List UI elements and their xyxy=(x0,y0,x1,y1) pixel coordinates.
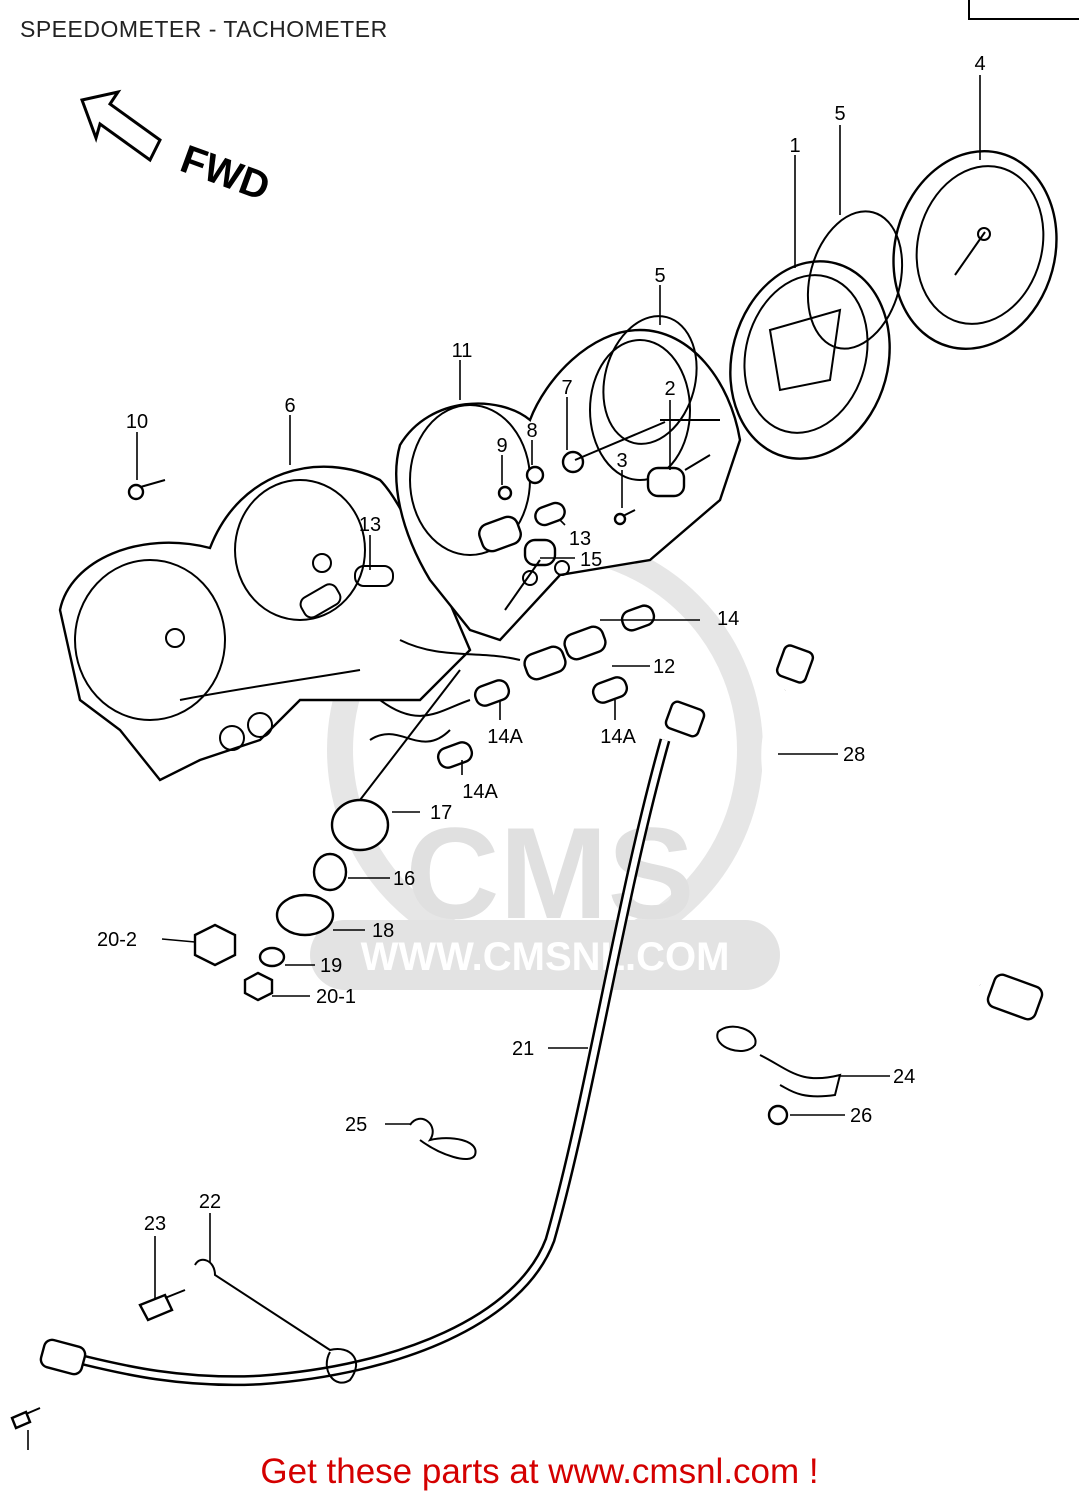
callout-4: 4 xyxy=(974,53,985,75)
meter-cover-upper xyxy=(806,210,904,350)
washer xyxy=(525,465,545,485)
small-parts xyxy=(127,421,711,1002)
callout-14a-1: 14A xyxy=(487,726,523,748)
socket-12a xyxy=(563,625,607,661)
speedo-cable xyxy=(39,700,706,1387)
grommet-17 xyxy=(330,798,390,852)
bulb-14a-3 xyxy=(436,741,474,769)
callout-10: 10 xyxy=(126,411,148,433)
callout-5a: 5 xyxy=(834,103,845,125)
exploded-parts-diagram: CMS WWW.CMSNL.COM FWD xyxy=(10,53,1058,1450)
nut xyxy=(497,485,513,501)
callout-20-1: 20-1 xyxy=(316,986,356,1008)
callout-2: 2 xyxy=(664,378,675,400)
callout-11: 11 xyxy=(452,340,473,362)
callout-9: 9 xyxy=(496,435,507,457)
bolt-26 xyxy=(767,1104,789,1126)
upper-bracket xyxy=(395,328,742,642)
callout-15: 15 xyxy=(580,549,602,571)
callout-7: 7 xyxy=(561,377,572,399)
callout-12: 12 xyxy=(653,656,675,678)
callout-24: 24 xyxy=(893,1066,915,1088)
callout-21: 21 xyxy=(512,1038,534,1060)
callout-19: 19 xyxy=(320,955,342,977)
screw-27 xyxy=(10,1410,32,1430)
callout-25: 25 xyxy=(345,1114,367,1136)
callout-26: 26 xyxy=(850,1105,872,1127)
callout-23: 23 xyxy=(144,1213,166,1235)
callout-13b: 13 xyxy=(569,528,591,550)
bulb-14a-2 xyxy=(591,676,629,704)
callout-14a-2: 14A xyxy=(600,726,636,748)
footer-link-text[interactable]: Get these parts at www.cmsnl.com ! xyxy=(260,1452,819,1491)
leader-lines xyxy=(27,75,981,1450)
cushion-18 xyxy=(275,893,335,937)
washer-19 xyxy=(258,946,286,968)
callout-18: 18 xyxy=(372,920,394,942)
nut-20-2 xyxy=(193,923,237,967)
callout-numbers: 1 2 3 4 5 5 6 7 8 9 10 11 12 13 13 14 14… xyxy=(97,53,986,1235)
fwd-label: FWD xyxy=(175,137,276,209)
callout-14a-3: 14A xyxy=(462,781,498,803)
meter-cover-lower xyxy=(602,315,698,445)
bolt-23 xyxy=(138,1293,174,1322)
tachometer xyxy=(660,260,891,460)
collar-16 xyxy=(312,852,348,892)
socket-12b xyxy=(523,645,567,681)
callout-8: 8 xyxy=(526,420,537,442)
callout-22: 22 xyxy=(199,1191,221,1213)
callout-14: 14 xyxy=(717,608,739,630)
damper xyxy=(561,450,585,474)
speedometer xyxy=(892,150,1058,350)
callout-17: 17 xyxy=(430,802,452,824)
bulb-14a-1 xyxy=(473,679,511,707)
callout-1: 1 xyxy=(789,135,800,157)
diagram-title: SPEEDOMETER - TACHOMETER xyxy=(20,16,388,42)
grommet xyxy=(646,466,686,498)
fwd-arrow-icon: FWD xyxy=(79,89,276,210)
callout-5b: 5 xyxy=(654,265,665,287)
bulb-13a xyxy=(534,501,566,527)
clip-25 xyxy=(409,1117,477,1160)
nut-20-1 xyxy=(243,971,274,1002)
callout-28: 28 xyxy=(843,744,865,766)
callout-13a: 13 xyxy=(359,514,381,536)
callout-16: 16 xyxy=(393,868,415,890)
tacho-cable xyxy=(761,644,1044,1021)
watermark-url: WWW.CMSNL.COM xyxy=(361,935,730,979)
clamp-24 xyxy=(716,1025,842,1098)
frame-corner xyxy=(968,0,1079,20)
callout-20-2: 20-2 xyxy=(97,929,137,951)
callout-3: 3 xyxy=(616,450,627,472)
clamp-22 xyxy=(194,1258,357,1384)
bulb-14 xyxy=(620,604,656,632)
socket xyxy=(478,515,522,553)
callout-6: 6 xyxy=(284,395,295,417)
